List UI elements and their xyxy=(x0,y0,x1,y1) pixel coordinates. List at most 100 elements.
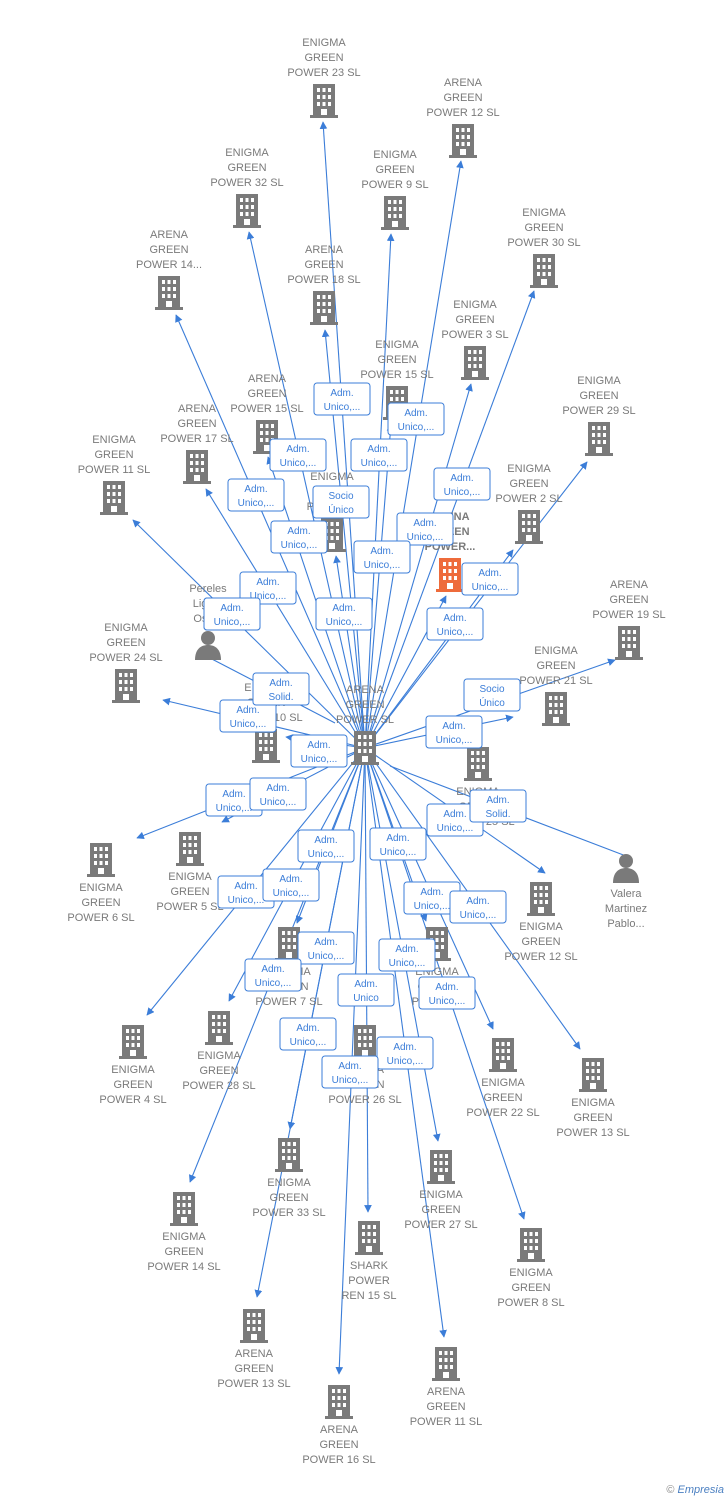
node-label-line: ENIGMA xyxy=(522,207,566,219)
node-label-line: REN 15 SL xyxy=(341,1290,396,1302)
edge-label-ag16[interactable]: Adm.Unico,... xyxy=(321,1055,379,1089)
building-icon xyxy=(176,832,204,866)
edge-label-eg21[interactable]: Adm.Unico,... xyxy=(425,715,483,749)
node-label-line: ARENA xyxy=(248,373,287,385)
node-label-line: ENIGMA xyxy=(453,299,497,311)
node-label-line: POWER 4 SL xyxy=(99,1094,166,1106)
edge-label-eg27[interactable]: Adm.Unico,... xyxy=(378,938,436,972)
node-label-line: POWER 19 SL xyxy=(592,609,665,621)
edge-label-ag15[interactable]: Adm.Unico,... xyxy=(239,571,297,605)
edge-label-line: Adm. xyxy=(314,835,337,846)
edge-label-line: Adm. xyxy=(338,1061,361,1072)
edge-label-valera[interactable]: Adm.Solid. xyxy=(469,789,527,823)
node-label-line: GREEN xyxy=(483,1092,522,1104)
edge-label-line: Unico,... xyxy=(414,901,451,912)
edge-label-eg10[interactable]: Adm.Unico,... xyxy=(290,734,348,768)
node-label-line: POWER 5 SL xyxy=(156,901,223,913)
edge-label-eg2[interactable]: Adm.Unico,... xyxy=(353,540,411,574)
edge-label-eg5[interactable]: Adm.Unico,... xyxy=(249,777,307,811)
edge-label-egX[interactable]: Adm.Unico,... xyxy=(315,597,373,631)
edge-label-eg22[interactable]: Adm.Unico,... xyxy=(403,881,461,915)
edge-label-line: Adm. xyxy=(286,444,309,455)
edge-label-eg23[interactable]: Adm.Unico,... xyxy=(313,382,371,416)
building-icon xyxy=(252,729,280,763)
edge-label-ag14a[interactable]: Adm.Unico,... xyxy=(227,478,285,512)
edge-label-ag18[interactable]: Adm.Unico,... xyxy=(270,520,328,554)
edge-label-eg7[interactable]: Adm.Unico,... xyxy=(297,829,355,863)
edge-label-ag11[interactable]: Adm.Unico,... xyxy=(376,1036,434,1070)
edge-label-ag13[interactable]: Adm.Unico,... xyxy=(279,1017,337,1051)
brand-logo-text[interactable]: Empresia xyxy=(677,1484,724,1496)
building-icon xyxy=(427,1150,455,1184)
edge-label-shark[interactable]: Adm.Unico xyxy=(337,973,395,1007)
edge-center-eg3 xyxy=(364,383,473,749)
edge-label-line: Adm. xyxy=(266,783,289,794)
edge-label-line: Unico,... xyxy=(273,888,310,899)
edge-label-pereles[interactable]: Adm.Solid. xyxy=(252,672,310,706)
edge-label-eg13[interactable]: Adm.Unico,... xyxy=(449,890,507,924)
edge-label-line: Adm. xyxy=(443,613,466,624)
edge-label-ag12[interactable]: Adm.Unico,... xyxy=(387,402,445,436)
edge-label-eg11[interactable]: Adm.Unico,... xyxy=(203,597,261,631)
node-valera[interactable]: ValeraMartinezPablo... xyxy=(605,854,647,930)
edge-label-eg12[interactable]: Adm.Unico,... xyxy=(426,803,484,837)
edge-label-line: Unico,... xyxy=(380,847,417,858)
edge-label-eg29[interactable]: Adm.Unico,... xyxy=(461,562,519,596)
node-label-line: POWER 12 SL xyxy=(426,107,499,119)
edge-label-eg32[interactable]: Adm.Unico,... xyxy=(269,438,327,472)
edge-label-egY[interactable]: Adm.Unico,... xyxy=(369,827,427,861)
edge-label-eg8[interactable]: Adm.Unico,... xyxy=(418,976,476,1010)
edge-label-eg24[interactable]: Adm.Unico,... xyxy=(219,699,277,733)
edge-label-eg14[interactable]: Adm.Unico,... xyxy=(244,958,302,992)
edge-label-eg4[interactable]: Adm.Unico,... xyxy=(217,875,275,909)
edge-label-line: Adm. xyxy=(466,896,489,907)
edge-label-eg9[interactable]: Adm.Unico,... xyxy=(350,438,408,472)
node-label-line: GREEN xyxy=(304,52,343,64)
edge-label-agfocus[interactable]: Adm.Unico,... xyxy=(426,607,484,641)
edge-label-line: Adm. xyxy=(244,484,267,495)
node-label-line: POWER 23 SL xyxy=(287,67,360,79)
edge-label-eg28[interactable]: Adm.Unico,... xyxy=(262,868,320,902)
node-label-line: POWER 17 SL xyxy=(160,433,233,445)
edge-label-eg33[interactable]: Adm.Unico,... xyxy=(297,931,355,965)
edge-label-eg30[interactable]: Adm.Unico,... xyxy=(433,467,491,501)
edge-label-eg3[interactable]: Adm.Unico,... xyxy=(396,512,454,546)
node-label-line: GREEN xyxy=(319,1439,358,1451)
